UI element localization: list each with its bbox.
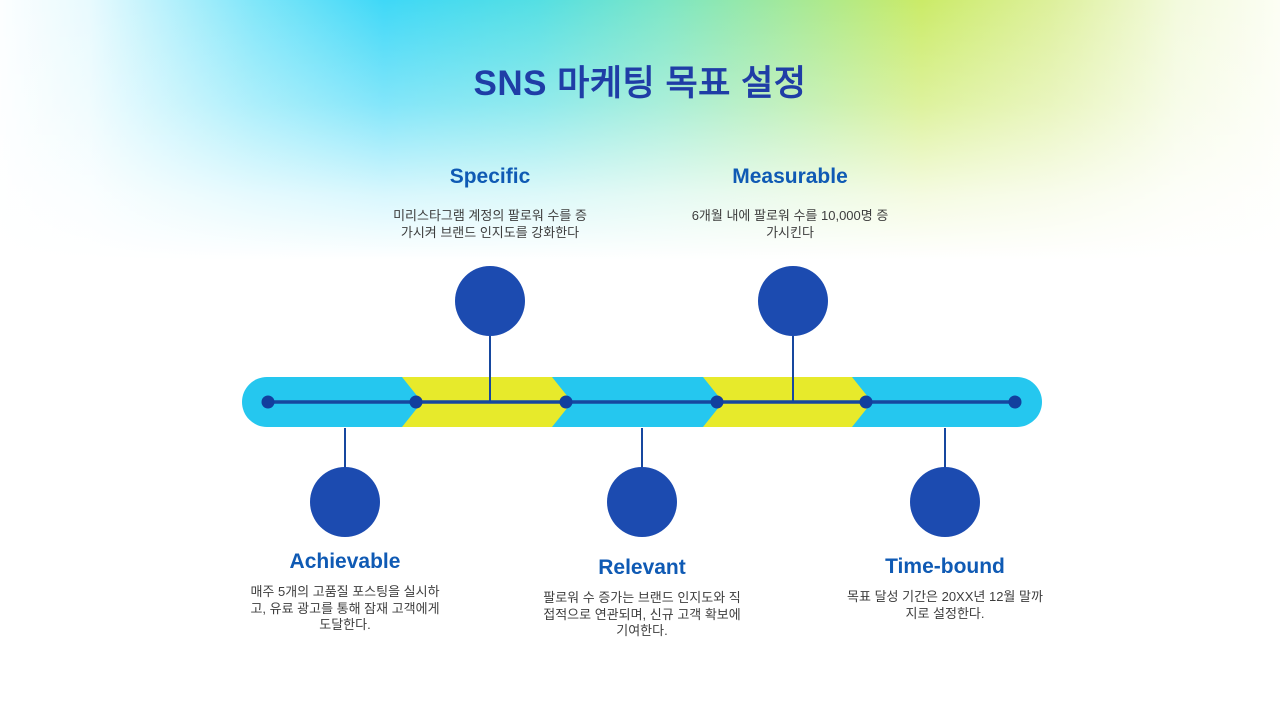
background-gradient: [0, 0, 1280, 260]
node-circle-achievable: [310, 467, 380, 537]
timeline-dot-3: [559, 395, 573, 409]
item-achievable-label: Achievable: [289, 550, 401, 573]
item-timebound: Time-bound 목표 달성 기간은 20XX년 12월 말까 지로 설정한…: [805, 554, 1085, 622]
item-achievable-description: 매주 5개의 고품질 포스팅을 실시하 고, 유료 광고를 통해 잠재 고객에게…: [250, 584, 440, 632]
slide-title: SNS 마케팅 목표 설정: [473, 64, 807, 103]
item-achievable: Achievable 매주 5개의 고품질 포스팅을 실시하 고, 유료 광고를…: [205, 549, 485, 634]
node-circle-measurable: [758, 266, 828, 336]
timeline-dot-5: [859, 395, 873, 409]
item-specific-description: 미리스타그램 계정의 팔로워 수를 증 가시켜 브랜드 인지도를 강화한다: [393, 208, 587, 240]
node-circle-timebound: [910, 467, 980, 537]
item-measurable-label: Measurable: [732, 165, 848, 188]
item-measurable: Measurable 6개월 내에 팔로워 수를 10,000명 증 가시킨다: [650, 164, 930, 241]
item-timebound-description: 목표 달성 기간은 20XX년 12월 말까 지로 설정한다.: [847, 589, 1043, 621]
item-measurable-description: 6개월 내에 팔로워 수를 10,000명 증 가시킨다: [691, 208, 889, 240]
item-specific: Specific 미리스타그램 계정의 팔로워 수를 증 가시켜 브랜드 인지도…: [350, 164, 630, 241]
node-circle-relevant: [607, 467, 677, 537]
timeline-dot-2: [409, 395, 423, 409]
timeline-dot-1: [261, 395, 275, 409]
item-specific-label: Specific: [449, 165, 531, 188]
timeline-dot-6: [1008, 395, 1022, 409]
item-relevant-label: Relevant: [598, 556, 686, 579]
item-timebound-label: Time-bound: [885, 555, 1005, 578]
timeline-dot-4: [710, 395, 724, 409]
item-relevant: Relevant 팔로워 수 증가는 브랜드 인지도와 직 접적으로 연관되며,…: [502, 555, 782, 640]
item-relevant-description: 팔로워 수 증가는 브랜드 인지도와 직 접적으로 연관되며, 신규 고객 확보…: [543, 590, 741, 638]
node-circle-specific: [455, 266, 525, 336]
